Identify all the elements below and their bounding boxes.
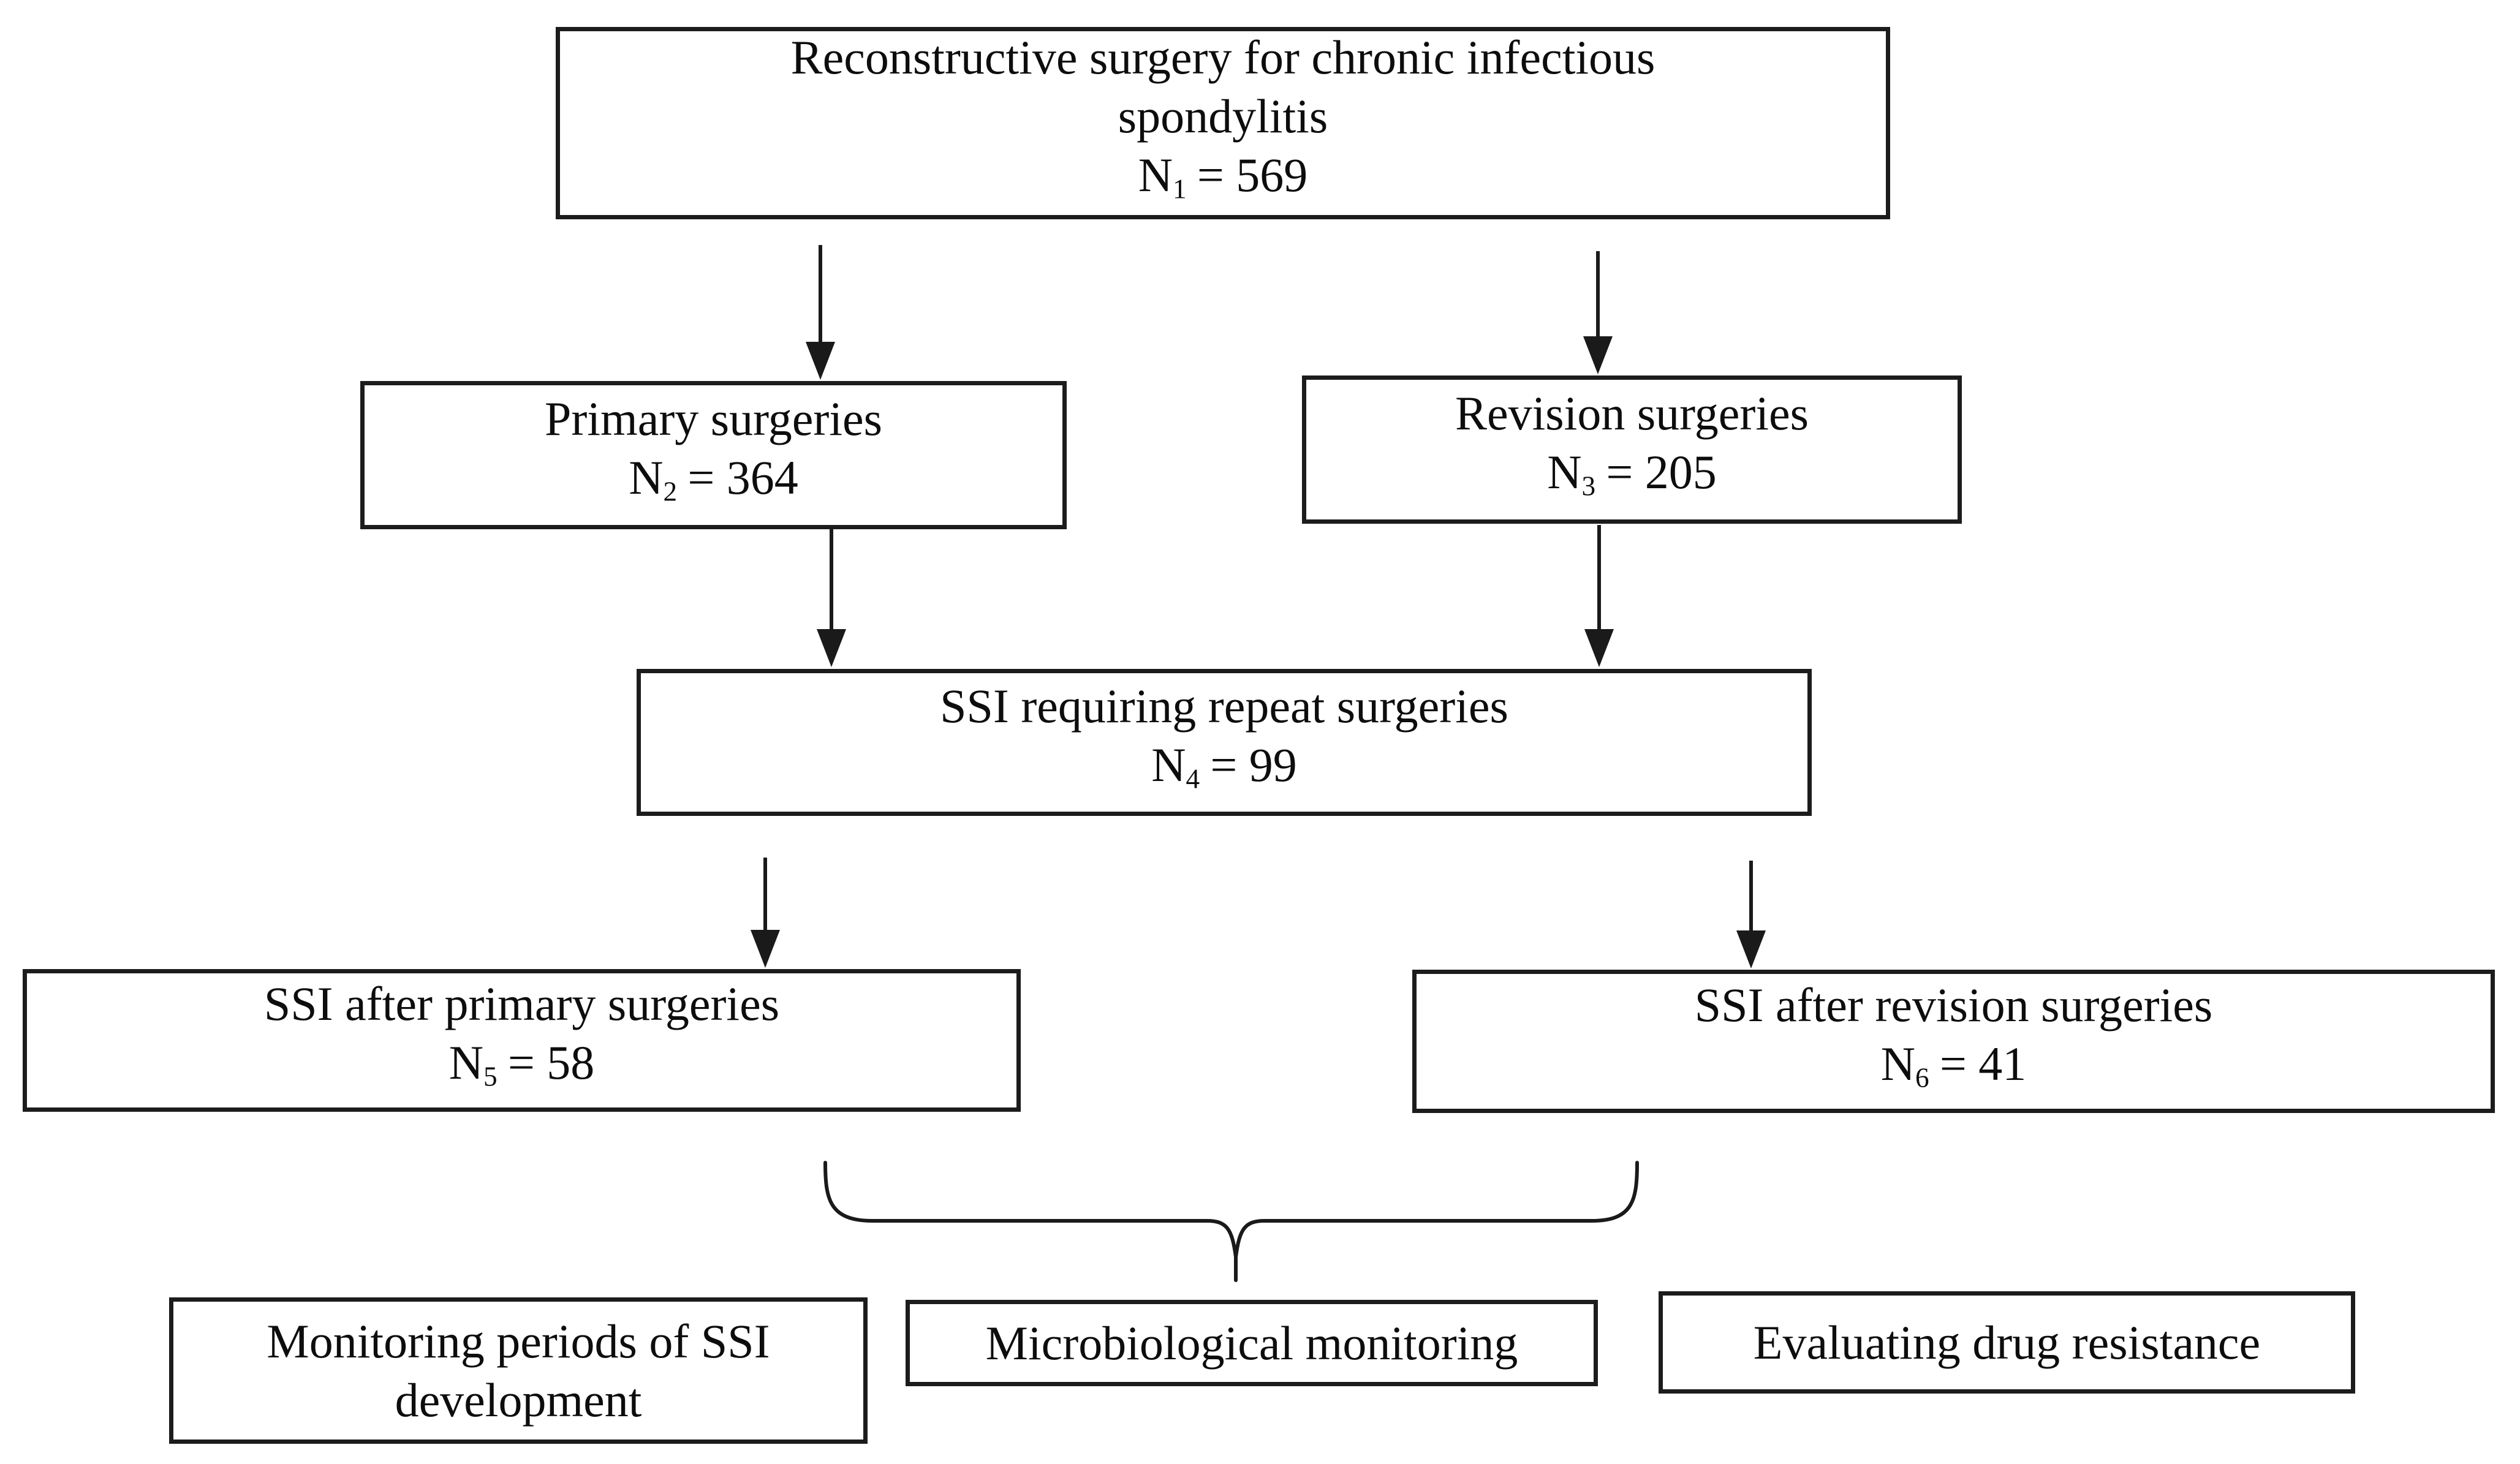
box-count: N3 = 205 [1547, 443, 1717, 515]
n-symbol: N [1138, 148, 1173, 202]
box-label-line: Evaluating drug resistance [1753, 1315, 2261, 1369]
n-subscript: 5 [483, 1061, 498, 1092]
n-subscript: 2 [663, 476, 678, 507]
box-count: N1 = 569 [1138, 146, 1308, 218]
n-symbol: N [1880, 1036, 1916, 1090]
box-label-line: SSI requiring repeat surgeries [940, 679, 1508, 733]
n-subscript: 4 [1186, 763, 1200, 794]
box-label-line: spondylitis [1118, 89, 1328, 143]
n-subscript: 1 [1173, 173, 1187, 205]
arrow-primary-to-ssi-repeat [817, 529, 846, 667]
box-monitoring-periods: Monitoring periods of SSI development [169, 1297, 868, 1444]
n-value: = 58 [507, 1036, 595, 1090]
box-ssi-after-revision-surgeries: SSI after revision surgeries N6 = 41 [1412, 970, 2495, 1113]
box-primary-surgeries: Primary surgeries N2 = 364 [360, 381, 1067, 529]
n-subscript: 6 [1915, 1062, 1929, 1093]
box-count: N6 = 41 [1881, 1035, 2027, 1107]
box-evaluating-drug-resistance: Evaluating drug resistance [1659, 1291, 2355, 1394]
box-ssi-after-primary-surgeries: SSI after primary surgeries N5 = 58 [23, 969, 1021, 1112]
n-value: = 364 [687, 450, 798, 504]
box-ssi-requiring-repeat-surgeries: SSI requiring repeat surgeries N4 = 99 [637, 669, 1812, 816]
box-label-line: Monitoring periods of SSI [267, 1314, 770, 1368]
box-revision-surgeries: Revision surgeries N3 = 205 [1302, 375, 1962, 524]
n-subscript: 3 [1581, 470, 1596, 502]
n-value: = 99 [1210, 738, 1297, 791]
box-microbiological-monitoring: Microbiological monitoring [906, 1300, 1598, 1386]
n-value: = 569 [1197, 148, 1308, 202]
box-reconstructive-surgery: Reconstructive surgery for chronic infec… [556, 27, 1890, 219]
box-count: N4 = 99 [1151, 736, 1297, 808]
box-label-line: SSI after primary surgeries [263, 977, 780, 1031]
n-symbol: N [1547, 445, 1582, 499]
n-symbol: N [448, 1036, 484, 1090]
box-label-line: Reconstructive surgery for chronic infec… [790, 30, 1655, 84]
n-value: = 41 [1939, 1036, 2027, 1090]
arrow-root-to-revision [1583, 251, 1613, 374]
box-count: N5 = 58 [449, 1033, 595, 1106]
arrow-revision-to-ssi-repeat [1584, 525, 1614, 667]
box-count: N2 = 364 [629, 448, 798, 521]
arrow-root-to-primary [806, 245, 835, 380]
brace [823, 1161, 1639, 1282]
box-label-line: Primary surgeries [545, 391, 882, 445]
box-label-line: development [395, 1373, 642, 1427]
n-symbol: N [629, 450, 664, 504]
box-label-line: Microbiological monitoring [985, 1316, 1518, 1370]
arrow-ssi-repeat-to-ssi-primary [751, 858, 780, 968]
arrow-ssi-repeat-to-ssi-revision [1736, 861, 1766, 968]
n-value: = 205 [1606, 445, 1717, 499]
n-symbol: N [1151, 738, 1186, 791]
box-label-line: SSI after revision surgeries [1694, 978, 2213, 1032]
box-label-line: Revision surgeries [1455, 386, 1809, 440]
